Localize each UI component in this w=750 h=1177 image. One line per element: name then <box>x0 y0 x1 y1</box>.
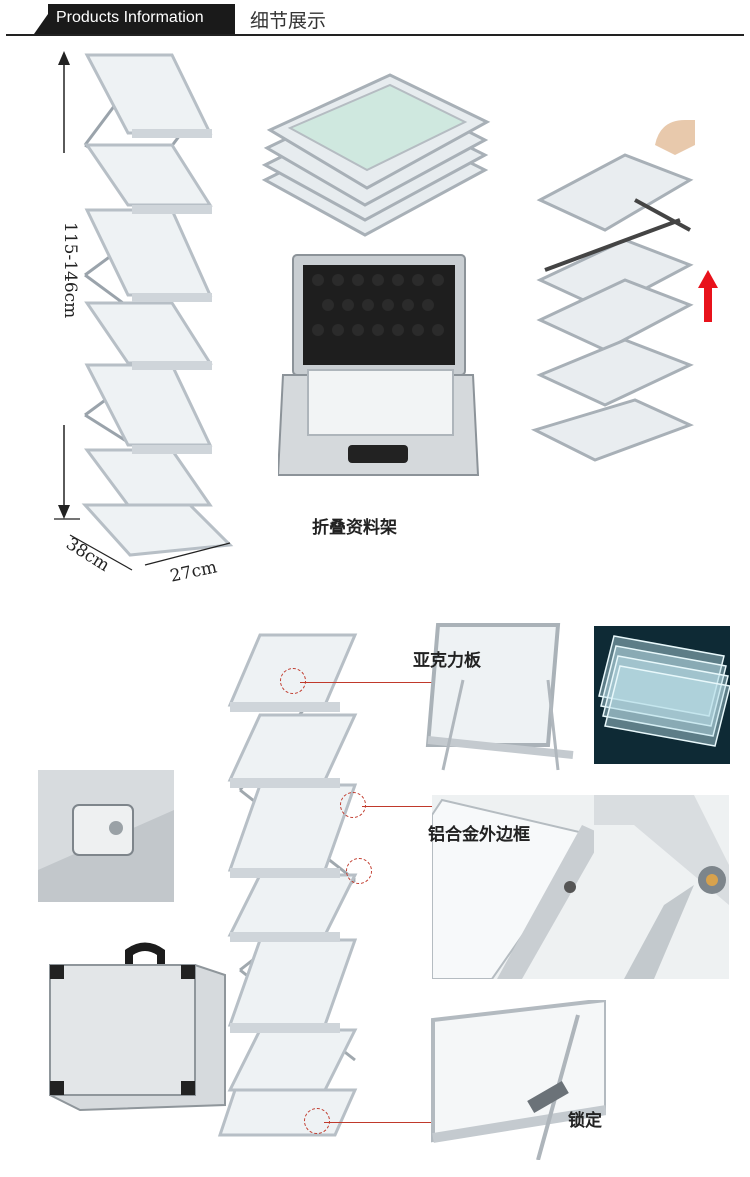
callout-line-acrylic <box>300 682 485 683</box>
caption-folding-rack: 折叠资料架 <box>312 518 397 538</box>
callout-circle-frame <box>340 792 366 818</box>
header-tab-corner <box>34 14 48 34</box>
folded-stack-image <box>255 60 495 245</box>
callout-label-frame: 铝合金外边框 <box>428 825 530 845</box>
callout-circle-hinge <box>346 858 372 884</box>
callout-line-lock <box>324 1122 484 1123</box>
closed-case-image <box>45 935 230 1115</box>
callout-circle-acrylic <box>280 668 306 694</box>
callout-circle-lock <box>304 1108 330 1134</box>
up-arrow-icon <box>698 270 718 322</box>
header-divider <box>6 34 744 36</box>
frame-detail-image <box>432 795 604 979</box>
rack-dimension-image <box>40 45 250 600</box>
open-case-image <box>278 250 483 478</box>
header-title-cn: 细节展示 <box>250 10 327 32</box>
detail-rack-image <box>215 630 380 1150</box>
hinge-detail-image <box>594 795 729 979</box>
latch-detail-image <box>38 770 174 902</box>
callout-label-lock: 锁定 <box>568 1111 602 1131</box>
height-dimension-label: 115-146cm <box>60 222 80 319</box>
callout-line-frame <box>362 806 498 807</box>
header-tab <box>48 4 235 34</box>
acrylic-sheets-image <box>594 626 730 764</box>
lock-detail-image <box>428 1000 606 1160</box>
callout-label-acrylic: 亚克力板 <box>413 651 481 671</box>
acrylic-detail-image <box>408 620 580 775</box>
header-title-en: Products Information <box>56 9 204 26</box>
unfolding-rack-image <box>515 120 745 470</box>
section-header: Products Information 细节展示 <box>0 0 750 40</box>
